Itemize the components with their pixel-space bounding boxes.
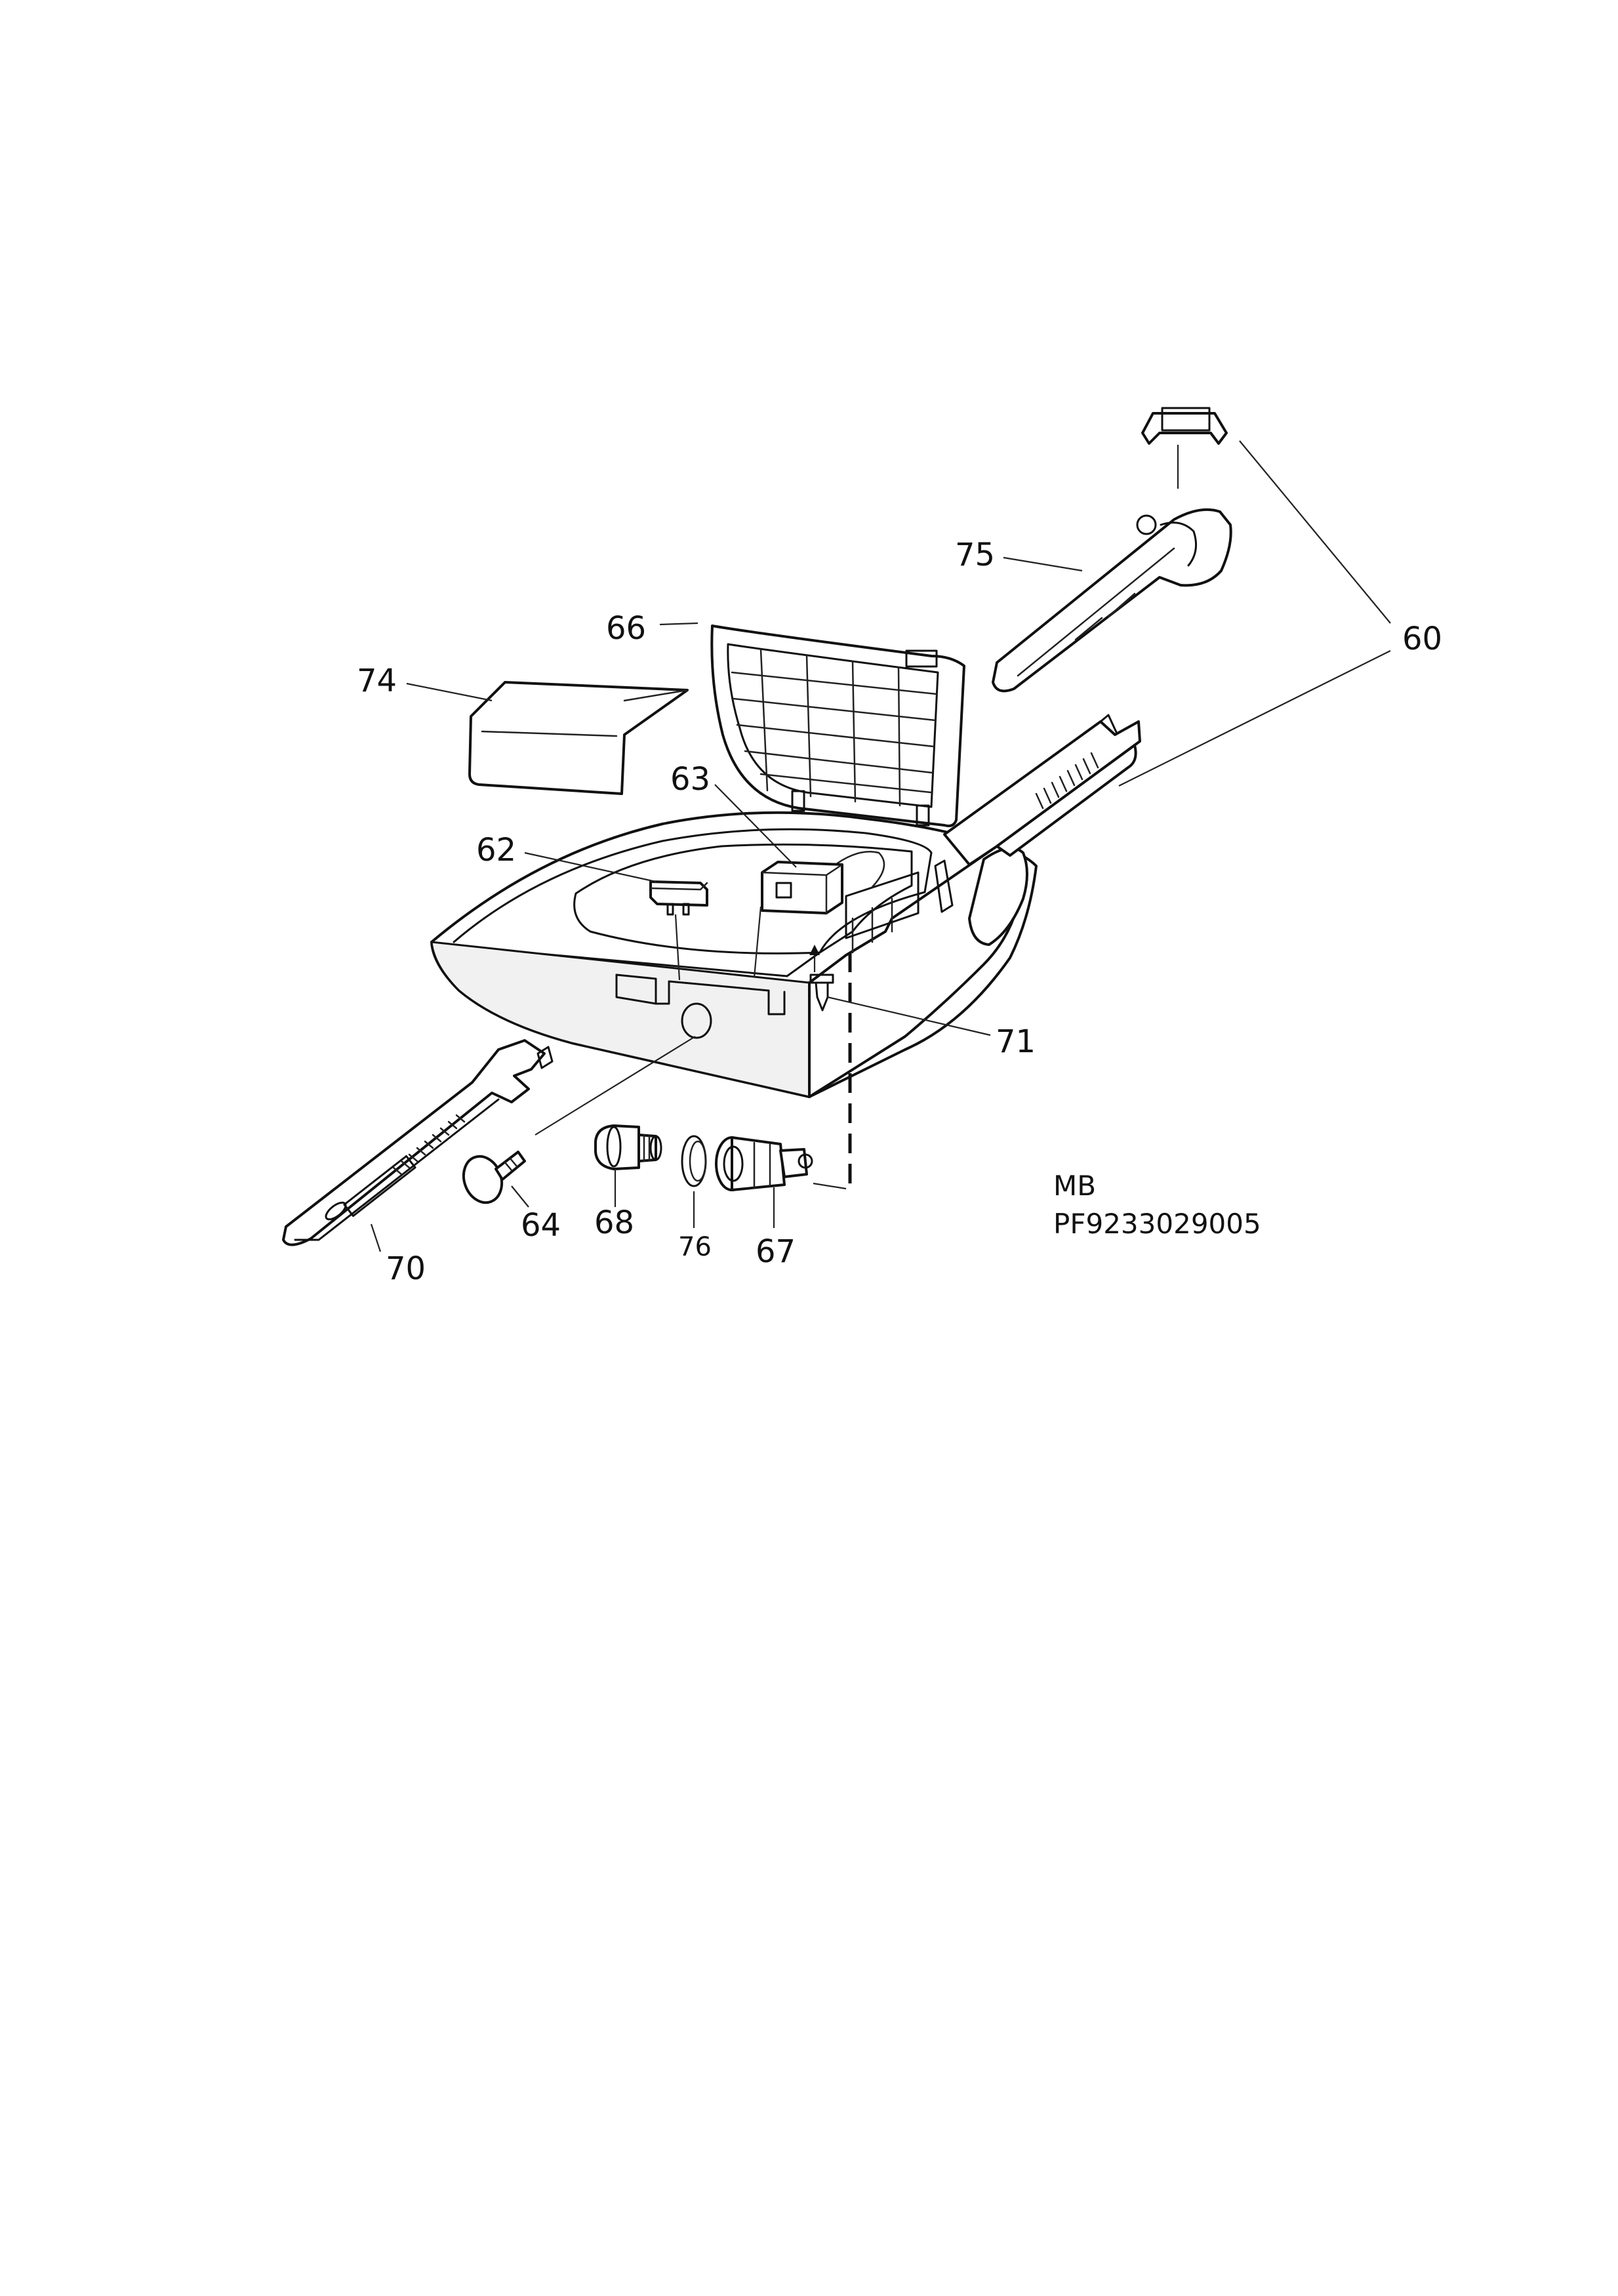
callout-68: 68 [594, 1204, 634, 1241]
part-63-block [753, 861, 843, 978]
part-64-screw [462, 1151, 526, 1204]
callout-63: 63 [670, 761, 710, 798]
callout-64: 64 [521, 1207, 561, 1244]
assembly-line-tail [813, 1182, 847, 1190]
part-68-fitting [594, 1124, 662, 1170]
callout-66: 66 [606, 610, 646, 647]
meta-code: MB [1053, 1170, 1096, 1202]
callouts: 75 60 66 74 63 62 71 64 68 76 67 70 [357, 537, 1442, 1287]
callout-74: 74 [357, 663, 397, 699]
callout-60: 60 [1402, 621, 1442, 657]
callout-62: 62 [476, 832, 516, 869]
meta-part-number: PF9233029005 [1053, 1208, 1261, 1240]
part-62-switch [649, 880, 708, 981]
part-74-filter [468, 681, 689, 795]
callout-70: 70 [386, 1250, 426, 1287]
part-67-connector [715, 1136, 813, 1191]
leader-lines [370, 440, 1391, 1252]
part-60-rear-arm [943, 714, 1141, 866]
part-70-slider [282, 1039, 554, 1246]
document-meta: MB PF9233029005 [1053, 1170, 1261, 1240]
callout-76: 76 [678, 1232, 712, 1262]
part-76-o-ring [681, 1135, 707, 1187]
part-66-grille-lid [710, 625, 965, 827]
part-75-handle-rail [992, 407, 1232, 693]
callout-75: 75 [955, 537, 995, 573]
callout-67: 67 [756, 1233, 796, 1270]
part-71-plug [809, 945, 834, 1012]
callout-71: 71 [996, 1023, 1036, 1060]
